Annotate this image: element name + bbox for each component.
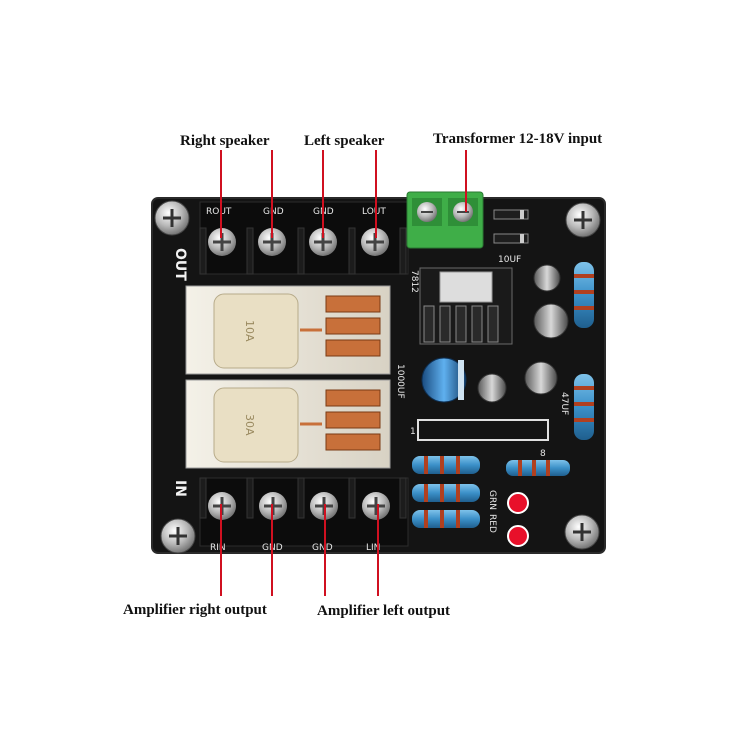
resistor [412,484,480,502]
cap-mid-label: 47UF [559,392,569,415]
pin-eight-label: 8 [540,449,546,459]
pin-one-label: 1 [410,427,416,437]
voltage-regulator [419,267,513,345]
cap-small-label: 10UF [498,255,521,265]
resistor [412,456,480,474]
amp-right-output-label: Amplifier right output [123,602,267,618]
led-icon [507,525,529,547]
callout-lines [220,150,467,596]
screw-icon [564,514,600,550]
capacitor [477,373,507,403]
resistor [412,510,480,528]
relay [185,379,391,469]
capacitor [524,361,558,395]
led-icon [507,492,529,514]
resistor [574,262,594,328]
left-speaker-label: Left speaker [304,133,385,149]
in-label: IN [172,480,188,497]
relay [185,285,391,375]
relay-rating: 30A [243,414,256,436]
bottom-terminal-block [199,477,409,547]
led-label-red: RED [487,514,497,533]
ic-outline [417,419,549,441]
regulator-label: 7812 [409,270,419,293]
power-input-terminal [406,191,484,249]
transformer-input-label: Transformer 12-18V input [433,131,603,147]
capacitor [533,264,561,292]
led-label-grn: GRN [487,490,497,510]
out-label: OUT [172,248,188,281]
terminal-label: LIN [366,543,380,553]
capacitor [421,357,467,403]
top-terminal-block [199,201,409,275]
amp-left-output-label: Amplifier left output [317,603,451,619]
cap-large-label: 1000UF [395,364,405,399]
resistor [574,374,594,440]
capacitor [533,303,569,339]
right-speaker-label: Right speaker [180,133,270,149]
terminal-label: LOUT [362,207,386,217]
terminal-label: RIN [210,543,226,553]
diode [493,209,529,244]
terminal-label: GND [312,543,333,553]
terminal-label: GND [263,207,284,217]
resistor [506,460,570,476]
screw-icon [160,518,196,554]
relay-rating: 10A [243,320,256,342]
screw-icon [565,202,601,238]
screw-icon [154,200,190,236]
terminal-label: ROUT [206,207,232,217]
